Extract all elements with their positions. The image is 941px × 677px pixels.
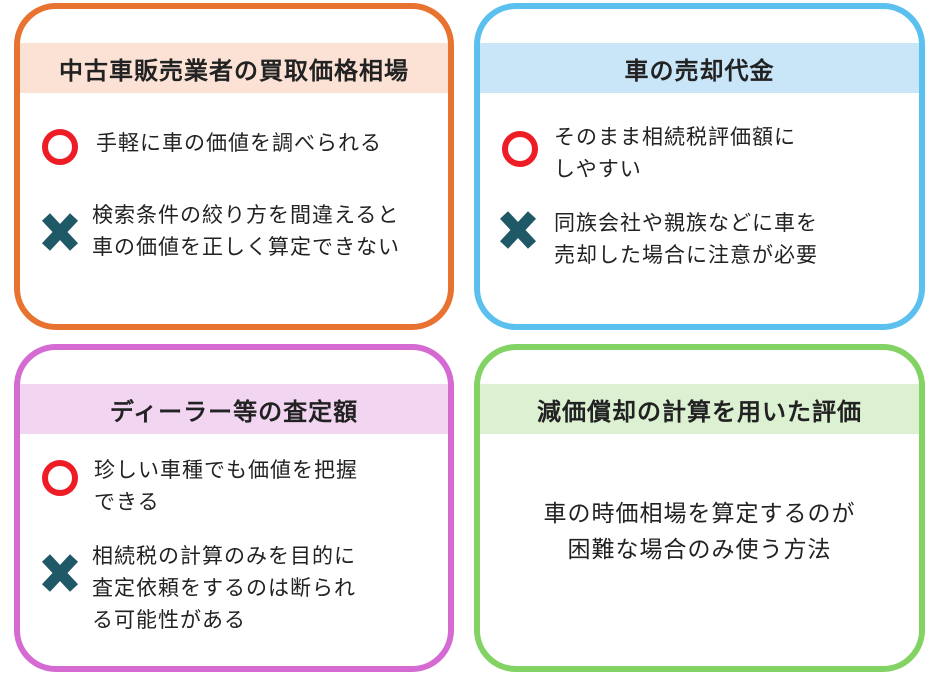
cross-icon bbox=[40, 213, 80, 251]
card-header: 車の売却代金 bbox=[480, 43, 919, 93]
card-sale-price: 車の売却代金 そのまま相続税評価額に しやすい 同族会社や親族などに車を 売却し… bbox=[474, 3, 925, 330]
pro-row: 珍しい車種でも価値を把握 できる bbox=[42, 454, 358, 518]
card-header: 減価償却の計算を用いた評価 bbox=[480, 384, 919, 434]
con-row: 検索条件の絞り方を間違えると 車の価値を正しく算定できない bbox=[40, 199, 400, 263]
cross-icon bbox=[40, 554, 80, 592]
circle-icon bbox=[502, 131, 538, 167]
card-header: 中古車販売業者の買取価格相場 bbox=[20, 43, 448, 93]
cross-icon bbox=[498, 211, 538, 249]
con-text: 同族会社や親族などに車を 売却した場合に注意が必要 bbox=[554, 211, 818, 267]
card-depreciation: 減価償却の計算を用いた評価 車の時価相場を算定するのが 困難な場合のみ使う方法 bbox=[474, 344, 925, 672]
card-dealer-appraisal: ディーラー等の査定額 珍しい車種でも価値を把握 できる 相続税の計算のみを目的に… bbox=[14, 344, 454, 672]
pro-row: 手軽に車の価値を調べられる bbox=[42, 127, 382, 165]
card-body-text: 車の時価相場を算定するのが 困難な場合のみ使う方法 bbox=[543, 501, 856, 563]
card-title: ディーラー等の査定額 bbox=[109, 397, 359, 426]
pro-row: そのまま相続税評価額に しやすい bbox=[502, 121, 796, 185]
circle-icon bbox=[42, 460, 78, 496]
con-text: 検索条件の絞り方を間違えると 車の価値を正しく算定できない bbox=[92, 203, 400, 259]
card-title: 中古車販売業者の買取価格相場 bbox=[59, 56, 409, 85]
card-title: 減価償却の計算を用いた評価 bbox=[537, 397, 862, 426]
con-row: 相続税の計算のみを目的に 査定依頼をするのは断られ る可能性がある bbox=[40, 540, 356, 636]
pro-text: そのまま相続税評価額に しやすい bbox=[554, 125, 796, 181]
card-used-car-dealer: 中古車販売業者の買取価格相場 手軽に車の価値を調べられる 検索条件の絞り方を間違… bbox=[14, 3, 454, 330]
con-row: 同族会社や親族などに車を 売却した場合に注意が必要 bbox=[498, 207, 818, 271]
card-header: ディーラー等の査定額 bbox=[20, 384, 448, 434]
con-text: 相続税の計算のみを目的に 査定依頼をするのは断られ る可能性がある bbox=[92, 544, 356, 632]
card-title: 車の売却代金 bbox=[624, 56, 775, 85]
pro-text: 珍しい車種でも価値を把握 できる bbox=[94, 458, 358, 514]
circle-icon bbox=[42, 129, 78, 165]
pro-text: 手軽に車の価値を調べられる bbox=[96, 131, 382, 155]
